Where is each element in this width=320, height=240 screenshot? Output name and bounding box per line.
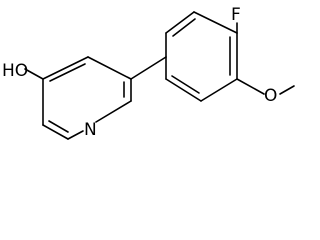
bond-c2-c3b (87, 56, 132, 80)
bond-biaryl (130, 56, 167, 80)
bond-c-o-methoxy (236, 78, 265, 95)
bond-b3-b4 (193, 11, 238, 34)
molecule-structure: HO N F O (2, 5, 295, 140)
bond-b2-b3-inner (172, 18, 196, 37)
bond-b5-b6 (200, 78, 238, 102)
bond-b2-b3 (165, 11, 195, 34)
bond-c5-c6-inner (48, 120, 69, 133)
bond-c3-c4-inner (49, 63, 86, 82)
bond-n1-c2 (95, 100, 132, 123)
nitrogen-label: N (84, 120, 97, 140)
bond-b6-b1 (165, 78, 202, 102)
bond-b6-b1-inner (171, 75, 200, 94)
bond-c3-c4 (42, 56, 89, 80)
fluorine-label: F (231, 5, 241, 25)
bond-o-ch3 (279, 85, 295, 95)
ether-oxygen-label: O (264, 86, 277, 106)
bond-c4-oh (24, 68, 44, 80)
bond-c6-n1 (67, 130, 84, 140)
hydroxyl-label: HO (2, 61, 28, 81)
pyridine-ring (42, 56, 132, 140)
benzene-ring (165, 11, 238, 102)
bond-c5-c6 (42, 124, 69, 140)
structure-drawing: HO N F O (2, 5, 295, 140)
